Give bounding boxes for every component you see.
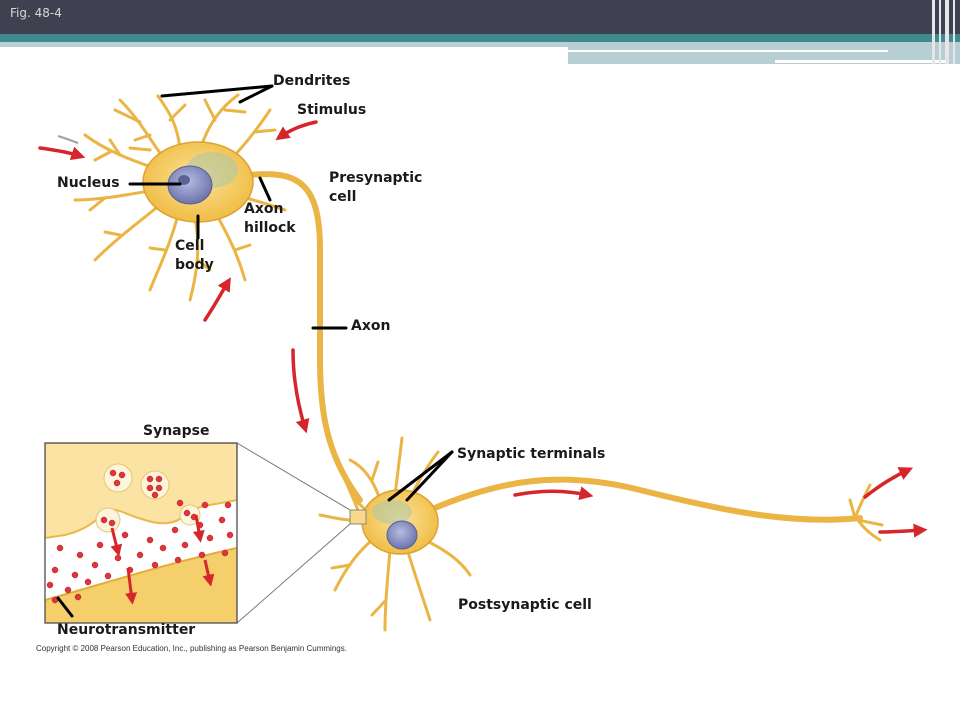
header-light-band bbox=[0, 42, 568, 47]
label-cell-body-line2: body bbox=[175, 257, 214, 273]
postsynaptic-nucleus bbox=[386, 520, 418, 550]
header-divider-line-short bbox=[775, 60, 945, 63]
label-cell-body-line1: Cell bbox=[175, 238, 205, 254]
presynaptic-axon bbox=[247, 171, 363, 503]
copyright-notice: Copyright © 2008 Pearson Education, Inc.… bbox=[36, 644, 347, 653]
synapse-diffusion-arrows bbox=[110, 514, 215, 605]
label-presynaptic-line1: Presynaptic bbox=[329, 170, 423, 186]
synapse-inset bbox=[45, 443, 237, 623]
neurotransmitter-molecules bbox=[46, 469, 234, 604]
synapse-inset-frame bbox=[44, 442, 238, 624]
figure-label: Fig. 48-4 bbox=[10, 6, 62, 20]
label-cell-body: Cell body bbox=[175, 237, 214, 275]
label-nucleus: Nucleus bbox=[57, 175, 120, 191]
label-stimulus: Stimulus bbox=[297, 102, 367, 118]
label-synapse: Synapse bbox=[143, 423, 210, 439]
header-bar bbox=[0, 0, 960, 34]
postsynaptic-axon bbox=[427, 476, 863, 523]
signal-arrows bbox=[38, 120, 928, 538]
label-presynaptic-cell: Presynaptic cell bbox=[329, 169, 422, 207]
header-light-band-right bbox=[568, 42, 960, 64]
postsynaptic-axon-terminals bbox=[848, 483, 884, 542]
synapse-location-box bbox=[349, 509, 367, 525]
label-postsynaptic-cell: Postsynaptic cell bbox=[458, 597, 592, 613]
corner-stripes bbox=[930, 0, 960, 64]
leader-lines bbox=[56, 84, 454, 618]
header-accent-band bbox=[0, 34, 960, 42]
presynaptic-dendrites bbox=[73, 93, 287, 302]
presynaptic-neuron bbox=[73, 93, 370, 517]
label-dendrites: Dendrites bbox=[273, 73, 351, 89]
label-axon-hillock: Axon hillock bbox=[244, 200, 296, 238]
label-axon-hillock-line1: Axon bbox=[244, 201, 284, 217]
label-neurotransmitter: Neurotransmitter bbox=[57, 622, 196, 638]
label-axon-hillock-line2: hillock bbox=[244, 220, 296, 236]
label-synaptic-terminals: Synaptic terminals bbox=[457, 446, 606, 462]
label-presynaptic-line2: cell bbox=[329, 189, 357, 205]
header-divider-line bbox=[568, 50, 888, 52]
label-axon: Axon bbox=[351, 318, 391, 334]
